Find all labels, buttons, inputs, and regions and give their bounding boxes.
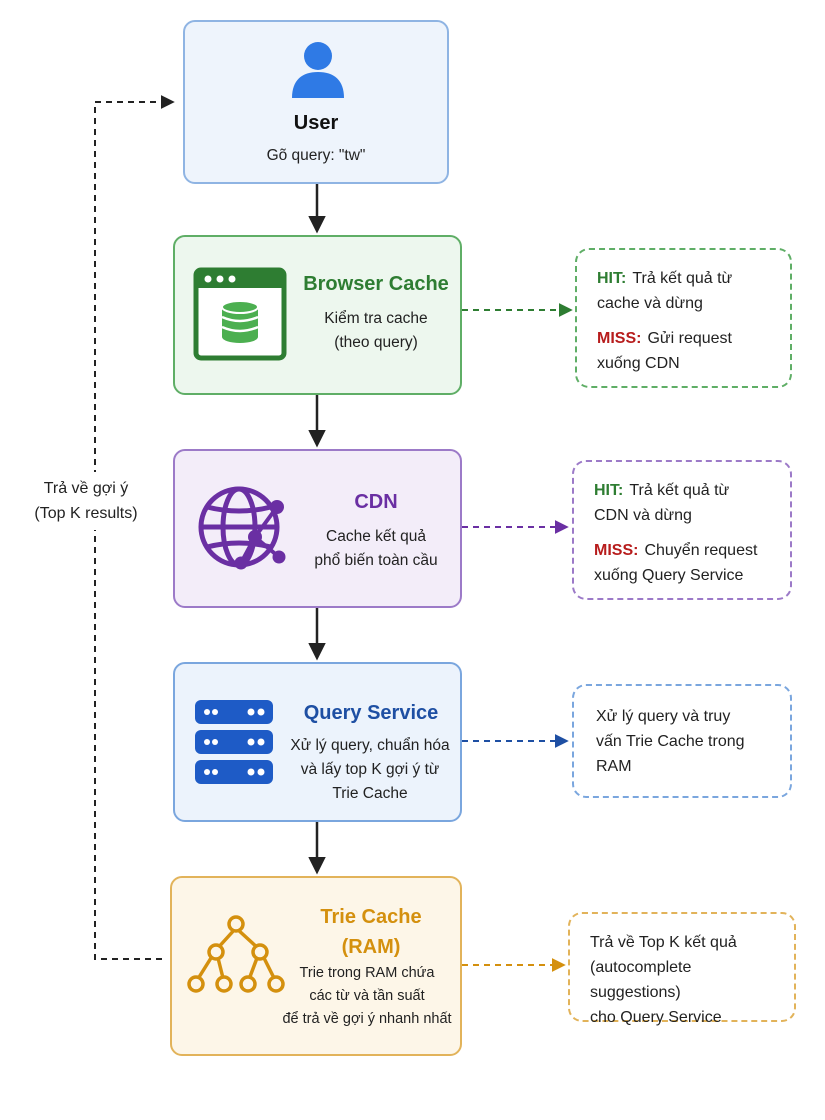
query-service-node: Query Service Xử lý query, chuẩn hóa và … — [173, 662, 462, 822]
server-stack-icon — [195, 700, 273, 784]
browser-cache-title: Browser Cache — [303, 273, 449, 295]
trie-note-line: Trả về Top K kết quả — [590, 934, 737, 951]
cdn-miss-row: MISS: Chuyển request — [594, 538, 780, 563]
miss-text: Gửi request — [647, 330, 732, 347]
trie-cache-note: Trả về Top K kết quả (autocomplete sugge… — [568, 912, 796, 1026]
cdn-hit-row: HIT: Trả kết quả từ — [594, 478, 780, 503]
query-service-desc-line: và lấy top K gợi ý từ — [300, 761, 440, 778]
browser-miss-row-2: xuống CDN — [597, 355, 680, 372]
query-service-desc-line: Trie Cache — [332, 785, 408, 802]
query-service-desc-line: Xử lý query, chuẩn hóa — [290, 737, 450, 754]
query-note-line: vấn Trie Cache trong — [596, 733, 745, 750]
browser-cache-node: Browser Cache Kiểm tra cache (theo query… — [173, 235, 462, 395]
trie-cache-node: Trie Cache (RAM) Trie trong RAM chứa các… — [170, 876, 462, 1056]
browser-cache-desc-line: (theo query) — [334, 334, 418, 351]
user-title: User — [293, 112, 339, 134]
cdn-desc-line: Cache kết quả — [326, 528, 426, 545]
trie-cache-desc: Trie trong RAM chứa các từ và tần suất đ… — [274, 962, 460, 1031]
browser-cache-desc: Kiểm tra cache (theo query) — [293, 307, 459, 355]
miss-label: MISS: — [594, 542, 639, 559]
browser-cache-desc-line: Kiểm tra cache — [324, 310, 428, 327]
trie-note-line: (autocomplete suggestions) — [590, 959, 692, 1001]
trie-note-line: cho Query Service — [590, 1009, 722, 1026]
browser-hit-row-2: cache và dừng — [597, 295, 703, 312]
return-label-line: (Top K results) — [34, 505, 138, 522]
browser-miss-row: MISS: Gửi request — [597, 326, 778, 351]
cdn-node: CDN Cache kết quả phổ biến toàn cầu — [173, 449, 462, 608]
browser-cache-note: HIT: Trả kết quả từ cache và dừng MISS: Gử… — [575, 248, 792, 388]
cdn-note: HIT: Trả kết quả từ CDN và dừng MISS: Chuy… — [572, 460, 792, 600]
trie-cache-title-line: (RAM) — [341, 936, 401, 958]
cdn-title: CDN — [354, 491, 398, 513]
hit-label: HIT: — [594, 482, 624, 499]
hit-text: Trả kết quả từ — [629, 482, 730, 499]
miss-text: Chuyển request — [644, 542, 758, 559]
user-node: User Gõ query: "tw" — [183, 20, 449, 184]
cdn-hit-row-2: CDN và dừng — [594, 507, 692, 524]
trie-cache-desc-line: Trie trong RAM chứa — [299, 965, 435, 981]
tree-structure-icon — [187, 915, 285, 993]
globe-network-icon — [198, 486, 286, 570]
user-icon — [292, 42, 344, 98]
cdn-miss-row-2: xuống Query Service — [594, 567, 744, 584]
browser-database-icon — [193, 267, 287, 361]
browser-hit-row: HIT: Trả kết quả từ — [597, 266, 778, 291]
trie-cache-title: Trie Cache (RAM) — [296, 902, 446, 962]
arrow-return-path — [94, 95, 175, 960]
user-query-text: Gõ query: "tw" — [266, 147, 366, 164]
trie-cache-desc-line: các từ và tần suất — [309, 988, 425, 1004]
query-note-line: RAM — [596, 758, 632, 775]
return-path-label: Trả về gợi ý (Top K results) — [22, 472, 150, 530]
hit-text: Trả kết quả từ — [632, 270, 733, 287]
trie-cache-title-line: Trie Cache — [320, 906, 422, 928]
query-note-line: Xử lý query và truy — [596, 708, 731, 725]
query-service-note: Xử lý query và truy vấn Trie Cache trong… — [572, 684, 792, 798]
cdn-desc: Cache kết quả phổ biến toàn cầu — [293, 525, 459, 573]
hit-label: HIT: — [597, 270, 627, 287]
query-service-title: Query Service — [303, 702, 439, 724]
miss-label: MISS: — [597, 330, 642, 347]
cdn-desc-line: phổ biến toàn cầu — [314, 552, 438, 569]
return-label-line: Trả về gợi ý — [43, 480, 129, 497]
trie-cache-desc-line: để trả về gợi ý nhanh nhất — [282, 1011, 452, 1027]
query-service-desc: Xử lý query, chuẩn hóa và lấy top K gợi … — [279, 734, 461, 806]
